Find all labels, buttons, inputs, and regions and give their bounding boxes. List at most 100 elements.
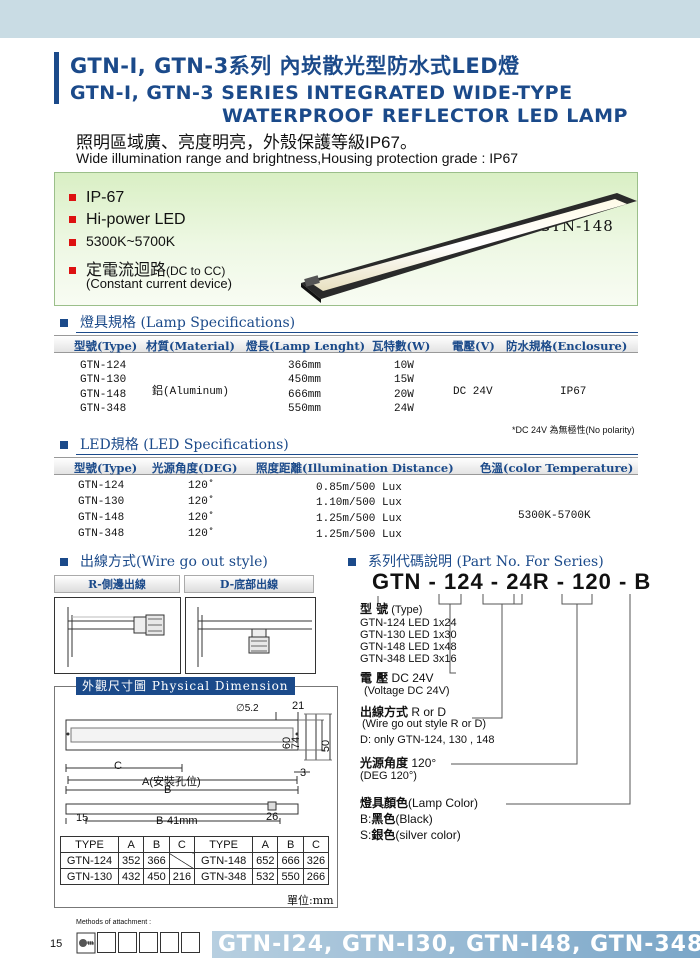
table-cell: 120˚ bbox=[188, 496, 215, 508]
table-cell: GTN-130 bbox=[80, 374, 127, 386]
attachment-label: Methods of attachment : bbox=[76, 919, 152, 926]
divider bbox=[76, 332, 638, 333]
title-en-line1: GTN-I, GTN-3 SERIES INTEGRATED WIDE-TYPE bbox=[70, 82, 573, 104]
table-cell: GTN-348 bbox=[80, 403, 127, 415]
col-header: 色溫(color Temperature) bbox=[480, 461, 634, 475]
title-en-line2: WATERPROOF REFLECTOR LED LAMP bbox=[222, 105, 628, 127]
table-header-cell: TYPE bbox=[60, 836, 119, 853]
part-voltage-en: (Voltage DC 24V) bbox=[364, 685, 450, 697]
table-cell: GTN-148 bbox=[194, 852, 254, 869]
table-cell: 326 bbox=[302, 852, 330, 869]
table-cell: 120˚ bbox=[188, 480, 215, 492]
table-cell: 366 bbox=[143, 852, 170, 869]
dim-label: 21 bbox=[292, 700, 305, 712]
dim-label: C bbox=[114, 760, 122, 772]
part-no-connector-lines bbox=[377, 594, 631, 805]
feature-item: IP-67 bbox=[69, 189, 124, 207]
dim-label: 50 bbox=[320, 739, 333, 753]
table-cell: GTN-130 bbox=[60, 868, 119, 885]
table-header-cell: C bbox=[302, 836, 330, 853]
part-color-black: B:黑色(Black) bbox=[360, 812, 433, 826]
table-cell: 652 bbox=[252, 852, 279, 869]
col-header: 瓦特數(W) bbox=[372, 339, 431, 353]
screw-icon bbox=[76, 932, 96, 954]
attachment-slot bbox=[97, 932, 116, 953]
led-specs-header-row: 型號(Type) 光源角度(DEG) 照度距離(Illumination Dis… bbox=[54, 457, 638, 475]
table-cell: 666 bbox=[277, 852, 304, 869]
feature-sub-text: (Constant current device) bbox=[86, 276, 232, 291]
bullet-icon bbox=[69, 194, 76, 202]
table-cell: 550mm bbox=[288, 403, 322, 415]
table-cell: 120˚ bbox=[188, 512, 215, 524]
section-bullet-icon bbox=[60, 441, 68, 449]
dim-label-hole: ∅5.2 bbox=[236, 703, 259, 714]
dim-label: B bbox=[164, 784, 172, 796]
col-header: 燈長(Lamp Lenght) bbox=[246, 339, 366, 353]
table-header-cell: C bbox=[168, 836, 196, 853]
section-bullet-icon bbox=[60, 319, 68, 327]
part-color-label: 燈具顏色(Lamp Color) bbox=[360, 796, 479, 810]
footer-models: GTN-I24, GTN-I30, GTN-I48, GTN-348 bbox=[218, 932, 700, 957]
bullet-icon bbox=[69, 267, 76, 275]
bullet-icon bbox=[69, 238, 76, 246]
part-angle-label: 光源角度 120° bbox=[360, 756, 437, 770]
title-zh: GTN-I, GTN-3系列 內崁散光型防水式LED燈 bbox=[70, 54, 520, 78]
feature-item: Hi-power LED bbox=[69, 211, 186, 229]
table-cell: 1.25m/500 Lux bbox=[316, 529, 402, 541]
table-cell: GTN-124 bbox=[78, 480, 125, 492]
lamp-image bbox=[301, 193, 637, 303]
table-cell: GTN-124 bbox=[60, 852, 119, 869]
attachment-slot bbox=[139, 932, 158, 953]
table-cell: 1.10m/500 Lux bbox=[316, 497, 402, 509]
table-cell: GTN-348 bbox=[78, 528, 125, 540]
table-cell: 450 bbox=[143, 868, 170, 885]
table-cell: 550 bbox=[277, 868, 304, 885]
table-cell: GTN-130 bbox=[78, 496, 125, 508]
part-wire-label: 出線方式 R or D bbox=[360, 705, 447, 719]
table-cell: GTN-148 bbox=[80, 389, 127, 401]
table-row: GTN-130 432 450 216 GTN-348 532 550 266 bbox=[60, 868, 330, 885]
table-cell: 450mm bbox=[288, 374, 322, 386]
subtitle-zh: 照明區域廣、亮度明亮，外殼保護等級IP67。 bbox=[76, 133, 417, 152]
part-wire-note: D: only GTN-124, 130 , 148 bbox=[360, 734, 495, 746]
col-header: 照度距離(Illumination Distance) bbox=[256, 461, 454, 475]
dim-label: 15 bbox=[76, 812, 89, 824]
subtitle-en: Wide illumination range and brightness,H… bbox=[76, 150, 519, 166]
table-cell: 24W bbox=[394, 403, 414, 415]
part-wire-en: (Wire go out style R or D) bbox=[362, 718, 487, 730]
part-type-line: GTN-130 LED 1x30 bbox=[360, 629, 457, 641]
part-type-line: GTN-148 LED 1x48 bbox=[360, 641, 457, 653]
table-cell: 1.25m/500 Lux bbox=[316, 513, 402, 525]
col-header: 型號(Type) bbox=[74, 461, 138, 475]
dim-label: 26 bbox=[266, 811, 279, 823]
part-number-code: GTN - 124 - 24R - 120 - B bbox=[372, 569, 652, 594]
part-type-line: GTN-124 LED 1x24 bbox=[360, 617, 457, 629]
wire-d-label: D-底部出線 bbox=[184, 575, 314, 593]
table-row: GTN-124 352 366 GTN-148 652 666 326 bbox=[60, 852, 330, 869]
table-cell: 366mm bbox=[288, 360, 322, 372]
feature-item: 定電流迴路(DC to CC) bbox=[69, 256, 225, 280]
dimension-heading: 外觀尺寸圖 Physical Dimension bbox=[76, 677, 295, 695]
top-band bbox=[0, 0, 700, 38]
table-header-cell: B bbox=[143, 836, 170, 853]
table-cell-color-temp: 5300K-5700K bbox=[518, 510, 591, 522]
divider bbox=[76, 454, 638, 455]
table-cell-diagonal bbox=[168, 852, 196, 869]
table-cell: GTN-148 bbox=[78, 512, 125, 524]
table-header-cell: A bbox=[252, 836, 279, 853]
table-cell: 15W bbox=[394, 374, 414, 386]
table-header-cell: TYPE bbox=[194, 836, 254, 853]
col-header: 光源角度(DEG) bbox=[152, 461, 238, 475]
table-header-cell: B bbox=[277, 836, 304, 853]
lamp-specs-heading: 燈具規格 (Lamp Specifications) bbox=[60, 312, 295, 332]
part-angle-en: (DEG 120°) bbox=[360, 770, 417, 782]
attachment-slot bbox=[118, 932, 137, 953]
col-header: 防水規格(Enclosure) bbox=[506, 339, 628, 353]
table-cell: 216 bbox=[168, 868, 196, 885]
part-type-label: 型 號 (Type) bbox=[360, 602, 423, 616]
attachment-slot bbox=[181, 932, 200, 953]
feature-box: IP-67 Hi-power LED 5300K~5700K 定電流迴路(DC … bbox=[54, 172, 638, 306]
table-cell: 352 bbox=[117, 852, 145, 869]
table-cell: 10W bbox=[394, 360, 414, 372]
col-header: 型號(Type) bbox=[74, 339, 138, 353]
